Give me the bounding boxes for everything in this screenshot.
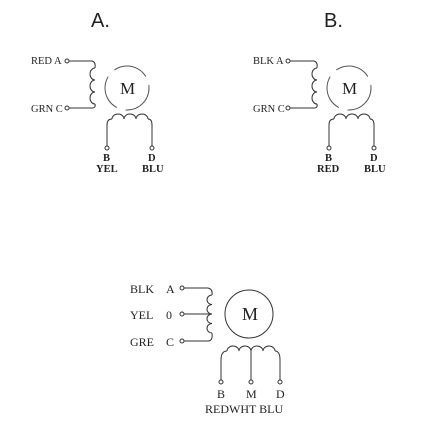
diagram-c-letter-c: C xyxy=(166,335,174,349)
diagram-b-color-d: BLU xyxy=(364,164,386,175)
diagram-b-title: B. xyxy=(324,10,343,32)
diagram-a-color-b: YEL xyxy=(96,164,118,175)
diagram-b-terminal-a xyxy=(285,58,291,64)
diagram-a-coil-left xyxy=(89,67,96,105)
diagram-c-letter-m: M xyxy=(246,387,257,401)
diagram-c-wire-b xyxy=(220,350,228,380)
diagram-c-letter-0: 0 xyxy=(166,308,172,322)
diagram-c-color-c: GRE xyxy=(130,335,154,349)
diagram-c-wire-a xyxy=(184,287,213,296)
diagram-a-label-c: GRN C xyxy=(31,104,63,115)
diagram-a-terminal-a xyxy=(64,58,70,64)
diagram-a-motor-label: M xyxy=(120,79,135,98)
diagram-c-color-0: YEL xyxy=(130,308,153,322)
diagram-b-terminal-c xyxy=(285,105,291,111)
diagram-c-terminal-m xyxy=(248,379,254,385)
diagram-a-terminal-b xyxy=(104,145,110,151)
diagram-c-terminal-a xyxy=(179,285,185,291)
diagram-a-terminal-c xyxy=(64,105,70,111)
diagram-a-label-a: RED A xyxy=(31,56,62,67)
diagram-a: A. RED A GRN C M B D YEL BLU xyxy=(31,10,164,175)
diagram-b-color-b: RED xyxy=(317,164,340,175)
diagram-c-letter-b: B xyxy=(217,387,225,401)
diagram-b-motor-label: M xyxy=(342,79,357,98)
diagram-c-terminal-d xyxy=(277,379,283,385)
diagram-c-wire-d xyxy=(274,350,281,380)
diagram-c: BLK YEL GRE A 0 C M B M D REDWHT BLU xyxy=(130,282,285,416)
diagram-a-wire-b xyxy=(106,118,113,146)
diagram-c-terminal-b xyxy=(218,379,224,385)
diagram-a-coil-bottom xyxy=(111,113,149,120)
diagram-c-color-a: BLK xyxy=(130,282,154,296)
diagram-b-label-a: BLK A xyxy=(253,56,284,67)
diagram-b-label-c: GRN C xyxy=(253,104,285,115)
diagram-a-wire-c xyxy=(69,103,96,109)
diagram-a-title: A. xyxy=(91,10,110,32)
diagram-a-color-d: BLU xyxy=(142,164,164,175)
diagram-c-letter-d: D xyxy=(276,387,285,401)
diagram-c-wire-c xyxy=(184,332,213,342)
diagram-b-coil-left xyxy=(311,67,318,105)
diagram-b-terminal-d xyxy=(371,145,377,151)
diagram-b-letter-b: B xyxy=(325,153,332,164)
diagram-c-motor-circle xyxy=(224,289,274,339)
diagram-c-letter-a: A xyxy=(166,282,175,296)
diagram-b-wire-c xyxy=(290,103,318,109)
diagram-b-letter-d: D xyxy=(370,153,378,164)
diagram-a-wire-d xyxy=(147,118,153,146)
diagram-b-motor-circle xyxy=(326,65,372,111)
diagram-a-letter-d: D xyxy=(148,153,156,164)
diagram-c-colors-bottom: REDWHT BLU xyxy=(205,402,283,416)
diagram-c-motor-label: M xyxy=(242,304,258,324)
diagram-a-wire-a xyxy=(69,60,96,69)
diagram-c-terminal-c xyxy=(179,338,185,344)
diagram-c-coil-bottom xyxy=(226,345,276,352)
diagram-b-coil-bottom xyxy=(333,113,371,120)
diagram-b-wire-b xyxy=(328,118,335,146)
diagram-b-terminal-b xyxy=(326,145,332,151)
diagram-b-wire-a xyxy=(290,60,318,69)
diagram-b: B. BLK A GRN C M B D RED BLU xyxy=(253,10,386,175)
diagram-a-letter-b: B xyxy=(103,153,110,164)
diagram-a-motor-circle xyxy=(104,65,150,111)
diagram-b-wire-d xyxy=(369,118,375,146)
diagram-a-terminal-d xyxy=(149,145,155,151)
diagram-c-terminal-0 xyxy=(179,311,185,317)
